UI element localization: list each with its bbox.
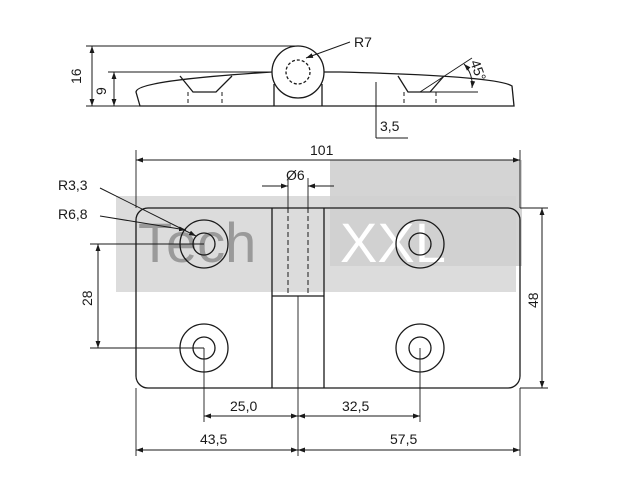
top-view — [90, 150, 548, 456]
pin-diameter-label: Ø6 — [286, 167, 305, 183]
angle-arc — [463, 63, 476, 89]
leader-r6-8 — [99, 215, 187, 232]
leaf-width-label-43-5: 43,5 — [200, 431, 227, 447]
hole-top-right-outer — [395, 219, 445, 269]
leaf-width-label-57-5: 57,5 — [390, 431, 417, 447]
side-view — [86, 41, 515, 139]
radius-label-r3-3: R3,3 — [58, 177, 88, 193]
height-label-48: 48 — [525, 292, 541, 308]
side-leaf-outline — [135, 71, 515, 107]
spacing-label-28: 28 — [79, 290, 95, 306]
angle-label-45: 45° — [467, 58, 489, 83]
side-pin — [285, 59, 311, 85]
hole-top-right-inner — [408, 232, 432, 256]
thickness-label-3-5: 3,5 — [380, 118, 400, 134]
watermark-box — [330, 160, 522, 266]
side-countersink-left — [179, 75, 233, 93]
radius-label-r7: R7 — [354, 34, 372, 50]
side-countersink-right — [397, 75, 445, 93]
r7-leader — [305, 41, 351, 59]
plate-outline — [135, 207, 521, 389]
offset-label-32-5: 32,5 — [342, 398, 369, 414]
offset-label-25: 25,0 — [230, 398, 257, 414]
width-label-101: 101 — [310, 142, 334, 158]
radius-label-r6-8: R6,8 — [58, 206, 88, 222]
height-label-9: 9 — [93, 87, 109, 95]
angle-line — [419, 57, 473, 93]
watermark-text-right: XXL — [340, 211, 446, 274]
height-label-16: 16 — [68, 68, 84, 84]
